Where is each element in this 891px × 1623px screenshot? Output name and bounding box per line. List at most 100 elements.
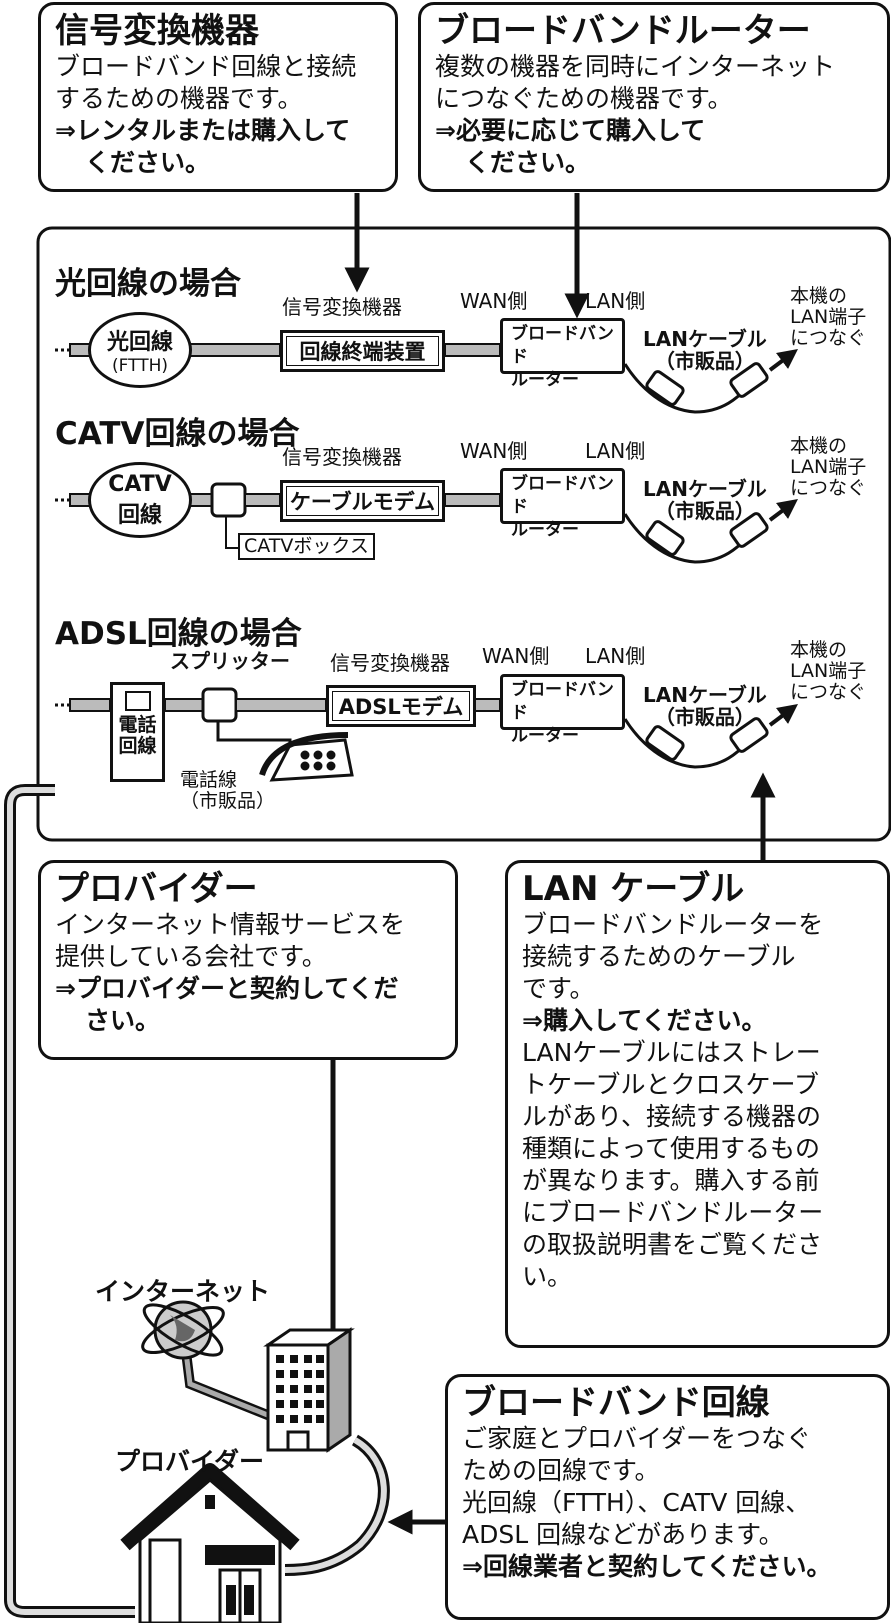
- fiber-onu-device: 回線終端装置: [280, 330, 445, 372]
- catv-box-label: CATVボックス: [238, 533, 375, 560]
- lan-cable-note-7: の取扱説明書をご覧くださ: [522, 1230, 823, 1259]
- lan-cable-note-3: ルがあり、接続する機器の: [522, 1102, 822, 1131]
- router-desc-2: につなぐための機器です。: [435, 84, 733, 113]
- fiber-router: ブロードバンド ルーター: [500, 318, 625, 390]
- adsl-connect-2: LAN端子: [790, 659, 867, 682]
- lan-cable-note-6: にブロードバンドルーター: [522, 1198, 824, 1227]
- adsl-lan-cable-label: LANケーブル （市販品）: [643, 684, 767, 728]
- fiber-connect-3: につなぐ: [790, 326, 867, 349]
- fiber-lan-cable-line-2: （市販品）: [654, 349, 755, 373]
- broadband-desc-4: ADSL 回線などがあります。: [462, 1520, 784, 1549]
- fiber-line-node: 光回線 (FTTH): [88, 312, 192, 388]
- catv-router: ブロードバンド ルーター: [500, 468, 625, 540]
- lan-cable-action: ⇒購入してください。: [522, 1006, 767, 1035]
- adsl-lan-cable-line-1: LANケーブル: [643, 683, 767, 707]
- fiber-lan-cable-label: LANケーブル （市販品）: [643, 328, 767, 372]
- adsl-router-label-1: ブロードバンド: [511, 680, 614, 723]
- signal-device-desc-1: ブロードバンド回線と接続: [55, 52, 357, 81]
- broadband-desc-2: ための回線です。: [462, 1456, 660, 1485]
- catv-router-label-1: ブロードバンド: [511, 474, 614, 517]
- phone-line-jack: 電話 回線: [110, 682, 165, 782]
- broadband-desc-3: 光回線（FTTH）、CATV 回線、: [462, 1488, 811, 1517]
- adsl-modem-device: ADSLモデム: [326, 685, 476, 727]
- catv-lan-cable-line-1: LANケーブル: [643, 477, 767, 501]
- fiber-lan-label: LAN側: [585, 289, 646, 313]
- adsl-modem-label: ADSLモデム: [338, 695, 464, 719]
- phone-cable-label: 電話線 （市販品）: [180, 770, 275, 812]
- catv-connect-3: につなぐ: [790, 476, 867, 499]
- lan-cable-note-2: トケーブルとクロスケーブ: [522, 1070, 820, 1099]
- adsl-section-title: ADSL回線の場合: [55, 616, 302, 652]
- fiber-router-label-2: ルーター: [511, 370, 579, 390]
- phone-line-label-2: 回線: [118, 735, 157, 757]
- fiber-section-title: 光回線の場合: [55, 266, 241, 302]
- broadband-desc-1: ご家庭とプロバイダーをつなぐ: [462, 1424, 812, 1453]
- signal-device-info-box: 信号変換機器 ブロードバンド回線と接続 するための機器です。 ⇒レンタルまたは購…: [38, 2, 398, 192]
- catv-lan-label: LAN側: [585, 439, 646, 463]
- lan-cable-info-box: LAN ケーブル ブロードバンドルーターを 接続するためのケーブル です。 ⇒購…: [505, 860, 890, 1348]
- broadband-info-box: ブロードバンド回線 ご家庭とプロバイダーをつなぐ ための回線です。 光回線（FT…: [445, 1374, 890, 1620]
- adsl-lan-label: LAN側: [585, 644, 646, 668]
- catv-line-label-1: CATV: [108, 471, 172, 497]
- fiber-connectors: [645, 362, 769, 406]
- fiber-line-label: 光回線: [106, 330, 173, 355]
- telephone-illustration: [259, 732, 354, 782]
- lan-cable-note-4: 種類によって使用するもの: [522, 1134, 821, 1163]
- fiber-onu-label: 回線終端装置: [299, 340, 426, 364]
- adsl-row-lines: [55, 687, 752, 769]
- provider-action-2: さい。: [85, 1006, 161, 1035]
- internet-label: インターネット: [95, 1277, 271, 1306]
- adsl-connect-3: につなぐ: [790, 680, 867, 703]
- router-action-1: ⇒必要に応じて購入して: [435, 116, 706, 145]
- catv-lan-cable-label: LANケーブル （市販品）: [643, 478, 767, 522]
- adsl-lan-cable-line-2: （市販品）: [654, 705, 755, 729]
- lan-cable-note-1: LANケーブルにはストレー: [522, 1038, 821, 1067]
- adsl-signal-device-label: 信号変換機器: [330, 651, 450, 675]
- connection-frame: [36, 226, 891, 842]
- house-icon: [120, 1463, 300, 1623]
- catv-connect-2: LAN端子: [790, 455, 867, 478]
- router-action-2: ください。: [465, 148, 591, 177]
- lan-cable-desc-1: ブロードバンドルーターを: [522, 910, 824, 939]
- fiber-connect-1: 本機の: [790, 285, 848, 307]
- catv-modem-device: ケーブルモデム: [280, 480, 445, 522]
- router-desc-1: 複数の機器を同時にインターネット: [435, 52, 836, 81]
- signal-device-desc-2: するための機器です。: [55, 84, 303, 113]
- catv-router-label-2: ルーター: [511, 520, 579, 540]
- provider-title: プロバイダー: [55, 869, 258, 909]
- lan-cable-desc-3: です。: [522, 974, 595, 1003]
- catv-modem-label: ケーブルモデム: [289, 490, 436, 514]
- router-title: ブロードバンドルーター: [435, 11, 811, 51]
- lan-cable-note-8: い。: [522, 1262, 573, 1291]
- signal-device-action-1: ⇒レンタルまたは購入して: [55, 116, 351, 145]
- router-info-box: ブロードバンドルーター 複数の機器を同時にインターネット につなぐための機器です…: [418, 2, 890, 192]
- catv-section-title: CATV回線の場合: [55, 416, 300, 452]
- provider-info-box: プロバイダー インターネット情報サービスを 提供している会社です。 ⇒プロバイダ…: [38, 860, 458, 1060]
- catv-wan-label: WAN側: [460, 439, 528, 463]
- signal-device-title: 信号変換機器: [55, 11, 259, 51]
- catv-line-label-2: 回線: [117, 502, 162, 528]
- adsl-connect-label: 本機の LAN端子 につなぐ: [790, 640, 866, 703]
- adsl-router: ブロードバンド ルーター: [500, 674, 625, 746]
- catv-signal-device-label: 信号変換機器: [282, 445, 402, 469]
- catv-connect-label: 本機の LAN端子 につなぐ: [790, 436, 866, 499]
- catv-connect-1: 本機の: [790, 435, 848, 457]
- adsl-splitter-label: スプリッター: [170, 649, 290, 673]
- lan-cable-desc-2: 接続するためのケーブル: [522, 942, 796, 971]
- fiber-connect-label: 本機の LAN端子 につなぐ: [790, 286, 866, 349]
- broadband-title: ブロードバンド回線: [462, 1383, 770, 1423]
- adsl-connect-1: 本機の: [790, 639, 848, 661]
- fiber-lan-cable-line-1: LANケーブル: [643, 327, 767, 351]
- phone-line-label-1: 電話: [118, 714, 157, 736]
- fiber-wan-label: WAN側: [460, 289, 528, 313]
- fiber-line-sub: (FTTH): [112, 356, 168, 376]
- catv-line-node: CATV 回線: [88, 462, 192, 538]
- fiber-router-label-1: ブロードバンド: [511, 324, 614, 367]
- globe-icon: [141, 1300, 225, 1360]
- fiber-connect-2: LAN端子: [790, 305, 867, 328]
- phone-cable-line-1: 電話線: [180, 769, 238, 791]
- adsl-wan-label: WAN側: [482, 644, 550, 668]
- adsl-router-label-2: ルーター: [511, 726, 579, 746]
- broadband-action: ⇒回線業者と契約してください。: [462, 1552, 832, 1581]
